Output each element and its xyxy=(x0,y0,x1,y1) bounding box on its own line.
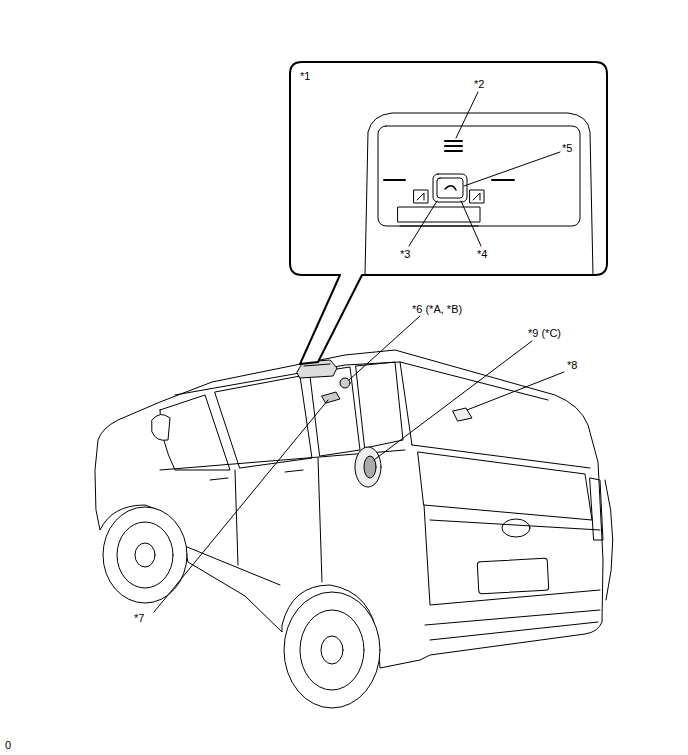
callout-number: 0 xyxy=(5,739,11,752)
callout-number: *2 xyxy=(474,78,484,91)
callout-number: *9 (*C) xyxy=(528,327,561,340)
callout-number: *7 xyxy=(134,612,144,625)
inset-panel: *1 *2 *3 *4 *5 xyxy=(290,62,607,275)
callout-number: *6 (*A, *B) xyxy=(412,303,462,316)
callout-number: *3 xyxy=(400,248,410,261)
callout-number: *5 xyxy=(562,142,572,155)
callout-number: *1 xyxy=(300,70,310,83)
callout-number: *4 xyxy=(477,248,487,261)
callout-number: *8 xyxy=(567,359,577,372)
